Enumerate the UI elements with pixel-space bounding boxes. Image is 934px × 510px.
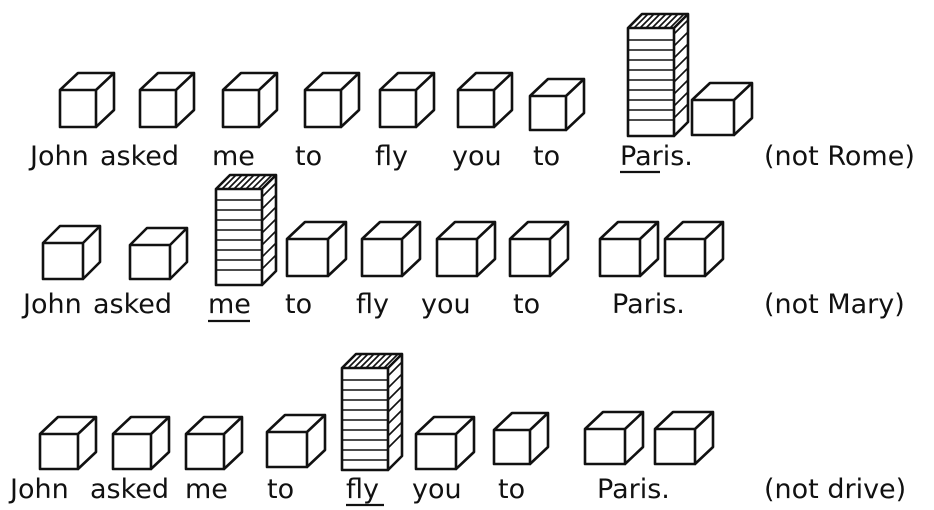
word-me: me <box>185 474 228 505</box>
syllable-box-1-4 <box>305 73 359 127</box>
word-asked: asked <box>90 474 169 505</box>
syllable-box-1-1 <box>60 73 114 127</box>
syllable-box-3-6 <box>416 417 474 469</box>
syllable-box-2-9 <box>665 222 723 276</box>
syllable-box-2-7 <box>510 222 568 276</box>
word-asked: asked <box>93 289 172 320</box>
syllable-box-3-1 <box>40 417 96 469</box>
word-you: you <box>412 474 462 505</box>
syllable-box-1-3 <box>223 73 277 127</box>
word-to: to <box>267 474 294 505</box>
word-me-stressed: me <box>208 289 251 320</box>
syllable-box-1-2 <box>140 73 194 127</box>
syllable-box-1-9 <box>692 83 752 135</box>
syllable-box-2-6 <box>437 222 495 276</box>
word-fly-stressed: fly <box>346 474 379 505</box>
word-john: John <box>28 141 89 172</box>
syllable-box-1-5 <box>380 73 434 127</box>
word-you: you <box>421 289 471 320</box>
word-you: you <box>452 141 502 172</box>
word-paris-stressed: Paris. <box>620 141 693 172</box>
word-to: to <box>295 141 322 172</box>
word-to: to <box>533 141 560 172</box>
syllable-box-3-8 <box>585 412 643 464</box>
stressed-syllable-tower-1 <box>628 14 688 136</box>
syllable-box-2-4 <box>287 222 346 276</box>
syllable-box-2-5 <box>362 222 420 276</box>
contrast-note: (not Mary) <box>764 289 905 320</box>
syllable-box-2-8 <box>600 222 658 276</box>
syllable-box-1-6 <box>458 73 512 127</box>
word-fly: fly <box>356 289 389 320</box>
word-john: John <box>21 289 82 320</box>
contrast-note: (not drive) <box>764 474 906 505</box>
sentence-row-1: John asked me to fly you to Paris. (not … <box>28 14 915 172</box>
syllable-box-2-2 <box>130 228 187 279</box>
word-asked: asked <box>100 141 179 172</box>
word-fly: fly <box>375 141 408 172</box>
syllable-box-1-7 <box>530 79 584 130</box>
syllable-box-3-2 <box>113 417 169 469</box>
syllable-box-2-1 <box>43 226 100 279</box>
syllable-box-3-9 <box>655 412 713 464</box>
word-to: to <box>285 289 312 320</box>
syllable-box-3-4 <box>267 415 325 467</box>
word-to: to <box>498 474 525 505</box>
sentence-row-2: John asked me to fly you to Paris. (not … <box>21 175 905 321</box>
sentence-row-3: John asked me to fly you to Paris. (not … <box>8 354 906 505</box>
word-paris: Paris. <box>612 289 685 320</box>
word-to: to <box>513 289 540 320</box>
stressed-syllable-tower-2 <box>216 175 276 285</box>
word-john: John <box>8 474 69 505</box>
word-me: me <box>212 141 255 172</box>
syllable-box-3-3 <box>186 417 242 469</box>
contrast-note: (not Rome) <box>764 141 915 172</box>
word-paris: Paris. <box>597 474 670 505</box>
syllable-box-3-7 <box>494 413 548 464</box>
stressed-syllable-tower-3 <box>342 354 402 470</box>
